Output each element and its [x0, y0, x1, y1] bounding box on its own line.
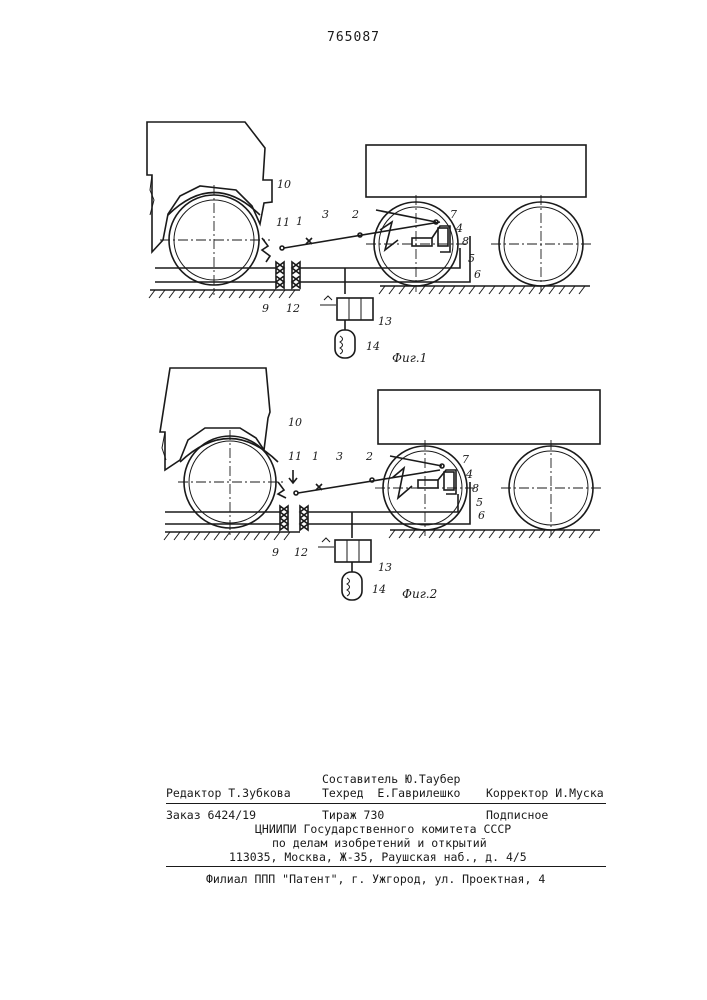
- label-3: 3: [322, 208, 329, 221]
- brake-regulator-4: [444, 472, 454, 490]
- valve-9: [276, 262, 284, 288]
- label-1: 1: [312, 450, 319, 463]
- colophon-corrector: Корректор И.Муска: [486, 786, 604, 800]
- tractor-cab: [160, 368, 270, 470]
- colophon-org-3: 113035, Москва, Ж-35, Раушская наб., д. …: [229, 850, 527, 864]
- label-2: 2: [351, 208, 359, 221]
- valve-12: [292, 262, 300, 288]
- label-12: 12: [294, 546, 308, 559]
- label-8: 8: [472, 482, 479, 495]
- colophon-rule-2: [166, 866, 606, 867]
- label-13: 13: [378, 561, 392, 574]
- label-6: 6: [478, 509, 485, 522]
- label-9: 9: [262, 302, 269, 315]
- label-10: 10: [288, 416, 302, 429]
- trailer-body: [378, 390, 600, 444]
- label-7: 7: [450, 208, 457, 221]
- valve-12: [300, 506, 308, 530]
- label-6: 6: [474, 268, 481, 281]
- label-5: 5: [468, 252, 475, 265]
- valve-9: [280, 506, 288, 530]
- reservoir-14: [335, 330, 355, 358]
- label-3: 3: [336, 450, 343, 463]
- coupling-11: [278, 482, 286, 498]
- label-10: 10: [277, 178, 291, 191]
- label-14: 14: [366, 340, 380, 353]
- label-11: 11: [276, 216, 290, 229]
- colophon-subscription: Подписное: [486, 808, 548, 822]
- figure-2-caption: Фиг.2: [402, 587, 437, 601]
- label-12: 12: [286, 302, 300, 315]
- colophon-editor: Редактор Т.Зубкова: [166, 786, 291, 800]
- colophon-rule-1: [166, 803, 606, 804]
- label-9: 9: [272, 546, 279, 559]
- colophon-branch: Филиал ППП "Патент", г. Ужгород, ул. Про…: [206, 872, 545, 886]
- label-13: 13: [378, 315, 392, 328]
- colophon-techred: Техред Е.Гаврилешко: [322, 786, 460, 800]
- label-7: 7: [462, 453, 469, 466]
- label-8: 8: [462, 235, 469, 248]
- coupling-11: [262, 238, 270, 262]
- colophon-circulation: Тираж 730: [322, 808, 384, 822]
- label-14: 14: [372, 583, 386, 596]
- colophon-order: Заказ 6424/19: [166, 808, 256, 822]
- colophon-compiler: Составитель Ю.Таубер: [322, 772, 460, 786]
- label-5: 5: [476, 496, 483, 509]
- patent-number: 765087: [0, 30, 707, 45]
- trailer-body: [366, 145, 586, 197]
- valve-13: [337, 298, 373, 320]
- label-2: 2: [365, 450, 373, 463]
- label-11: 11: [288, 450, 302, 463]
- load-arrow: [289, 470, 297, 483]
- brake-regulator-4: [438, 228, 448, 246]
- colophon-org-2: по делам изобретений и открытий: [272, 836, 487, 850]
- colophon-org-1: ЦНИИПИ Государственного комитета СССР: [255, 822, 511, 836]
- label-4: 4: [455, 222, 463, 235]
- reservoir-14: [342, 572, 362, 600]
- figure-1-diagram: 10 11 1 3 2 7 4 8 5 6 9 12 13 14 Фиг.1: [0, 110, 707, 380]
- figure-2-diagram: 10 11 1 3 2 7 4 8 5 6 9 12 13 14 Фиг.2: [0, 355, 707, 605]
- label-4: 4: [465, 468, 473, 481]
- valve-13: [335, 540, 371, 562]
- label-1: 1: [296, 215, 303, 228]
